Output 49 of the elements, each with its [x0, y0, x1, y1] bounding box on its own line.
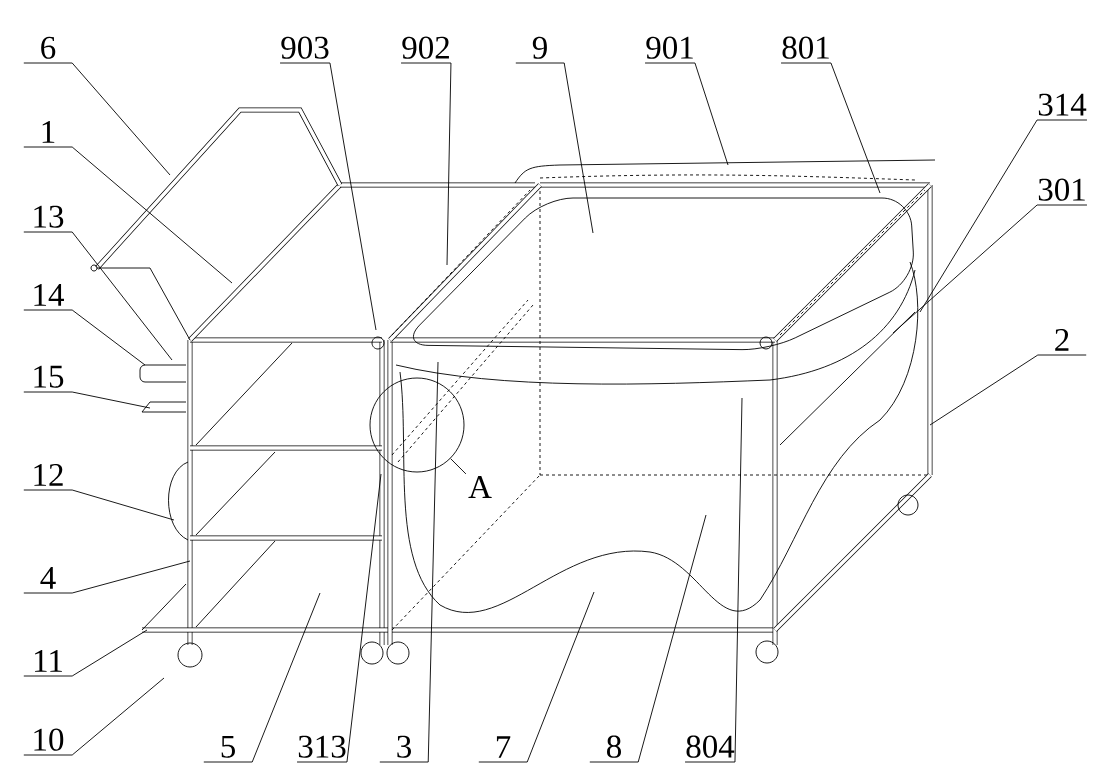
callout-number: 313	[298, 735, 346, 758]
leader-line	[23, 489, 175, 521]
leader-line	[23, 677, 165, 756]
leader-line	[400, 62, 452, 266]
callout-number: 314	[1038, 93, 1087, 116]
leader-line	[919, 119, 1088, 313]
leader-line	[23, 391, 151, 409]
callout-number: 7	[496, 736, 511, 758]
detail-circle	[369, 377, 465, 473]
callout-number: 11	[35, 650, 62, 672]
callout-number: 804	[686, 735, 735, 758]
leader-line	[23, 62, 171, 176]
leader-line	[23, 560, 191, 594]
leader-line	[589, 514, 707, 763]
leader-line	[515, 62, 594, 234]
leader-line	[23, 629, 148, 677]
callout-number: 10	[34, 728, 64, 751]
leader-line	[23, 309, 146, 366]
detail-letter: A	[468, 476, 492, 498]
callout-number: 6	[41, 36, 56, 59]
callout-number: 2	[1055, 328, 1069, 351]
leader-line	[780, 62, 881, 194]
leader-line	[892, 204, 1088, 334]
callout-number: 14	[34, 284, 64, 306]
callout-number: 901	[646, 36, 693, 59]
callout-number: 3	[397, 735, 411, 758]
callout-number: 15	[34, 365, 64, 388]
callout-number: 13	[34, 205, 64, 228]
callout-number: 9	[532, 36, 547, 59]
leader-line	[203, 592, 321, 763]
callout-number: 5	[221, 735, 235, 758]
leader-line	[684, 397, 743, 763]
callout-number: 903	[281, 36, 329, 59]
callout-number: 301	[1038, 178, 1085, 201]
leader-line	[450, 458, 467, 475]
callout-number: 902	[402, 36, 449, 59]
callout-number: 8	[607, 735, 621, 758]
leader-line	[644, 62, 729, 166]
leader-line	[23, 231, 173, 361]
callout-number: 12	[34, 463, 63, 486]
leader-line	[296, 473, 382, 763]
leader-line	[379, 361, 439, 763]
leader-line	[929, 354, 1087, 426]
leader-line	[279, 62, 377, 331]
callout-number: 801	[782, 36, 829, 59]
leader-line	[23, 146, 233, 284]
leader-line	[478, 591, 595, 763]
callout-number: 1	[42, 121, 55, 143]
callout-number: 4	[40, 567, 56, 589]
